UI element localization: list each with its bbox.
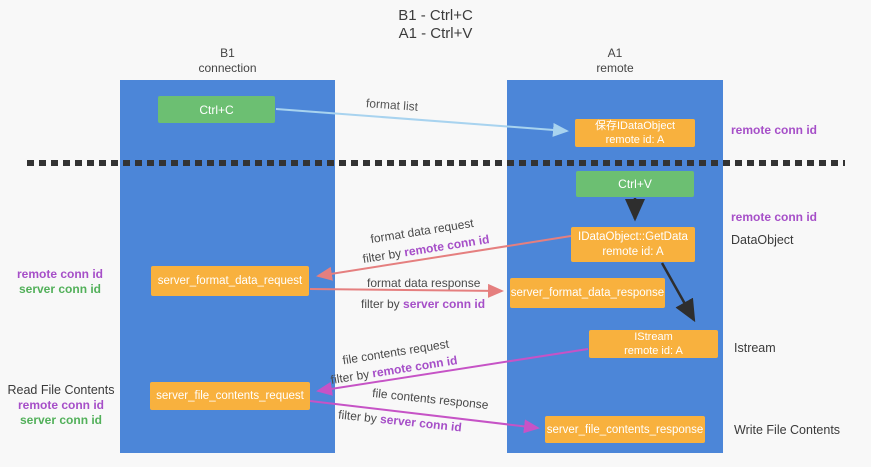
title-line-2: A1 - Ctrl+V	[398, 25, 473, 42]
node-server-file-contents-response: server_file_contents_response	[545, 416, 705, 443]
node-ctrl-c-label: Ctrl+C	[199, 102, 234, 117]
node-server-file-contents-request: server_file_contents_request	[150, 382, 310, 410]
label-write-file-contents: Write File Contents	[734, 423, 841, 437]
lane-header-a1: A1 remote	[507, 46, 723, 76]
lane-b1-subtitle: connection	[198, 61, 257, 75]
arrow-format-data-response	[309, 283, 504, 298]
node-ctrl-c: Ctrl+C	[158, 96, 275, 123]
arrow-format-list	[275, 108, 569, 137]
node-save-idataobject: 保存IDataObject remote id: A	[575, 119, 695, 147]
label-left-remote-conn-id-1: remote conn id	[16, 267, 103, 281]
node-istream-line1: IStream	[634, 331, 673, 343]
label-read-file-contents: Read File Contents	[7, 383, 115, 397]
arrow-getdata-to-istream	[660, 262, 696, 323]
server-conn-id-text: server conn id	[403, 297, 486, 311]
label-remote-conn-id-top: remote conn id	[731, 123, 818, 137]
label-left-server-conn-id-2: server conn id	[19, 413, 103, 427]
lane-b1-name: B1	[220, 46, 235, 60]
node-sfc-response-label: server_file_contents_response	[546, 423, 704, 436]
arrow-file-contents-response	[309, 400, 540, 434]
node-save-idataobject-line2: remote id: A	[605, 134, 665, 146]
node-save-idataobject-line1: 保存IDataObject	[594, 120, 676, 132]
lane-a1-name: A1	[607, 46, 623, 60]
label-filter-by-server-conn-id-format: filter by server conn id	[361, 297, 485, 311]
diagram-title: B1 - Ctrl+C A1 - Ctrl+V	[0, 7, 871, 43]
node-getdata-line2: remote id: A	[602, 245, 664, 258]
node-sfd-request-label: server_format_data_request	[157, 275, 303, 287]
label-istream: Istream	[734, 341, 776, 355]
lane-a1-subtitle: remote	[596, 61, 634, 75]
arrow-format-data-request	[316, 235, 572, 281]
title-line-1: B1 - Ctrl+C	[398, 7, 473, 24]
node-sfc-request-label: server_file_contents_request	[156, 390, 304, 402]
label-remote-conn-id-mid: remote conn id	[731, 210, 818, 224]
node-getdata-line1: IDataObject::GetData	[578, 230, 688, 243]
label-format-data-response: format data response	[367, 276, 481, 290]
label-left-server-conn-id-1: server conn id	[18, 282, 102, 296]
left-label-group-format: remote conn id server conn id	[10, 267, 110, 297]
node-ctrl-v: Ctrl+V	[576, 171, 694, 197]
filter-by-text: filter by	[361, 297, 404, 311]
node-istream-line2: remote id: A	[624, 345, 683, 357]
node-sfd-response-label: server_format_data_response	[510, 287, 665, 299]
left-label-group-file: Read File Contents remote conn id server…	[5, 383, 117, 428]
lane-header-b1: B1 connection	[120, 46, 335, 76]
node-idataobject-getdata: IDataObject::GetData remote id: A	[571, 227, 695, 262]
dashed-separator-line	[27, 160, 845, 166]
node-server-format-data-request: server_format_data_request	[151, 266, 309, 296]
label-dataobject: DataObject	[731, 233, 794, 247]
node-server-format-data-response: server_format_data_response	[510, 278, 665, 308]
node-istream: IStream remote id: A	[589, 330, 718, 358]
label-left-remote-conn-id-2: remote conn id	[17, 398, 104, 412]
node-ctrl-v-label: Ctrl+V	[618, 177, 652, 191]
arrow-file-contents-request	[316, 348, 589, 396]
